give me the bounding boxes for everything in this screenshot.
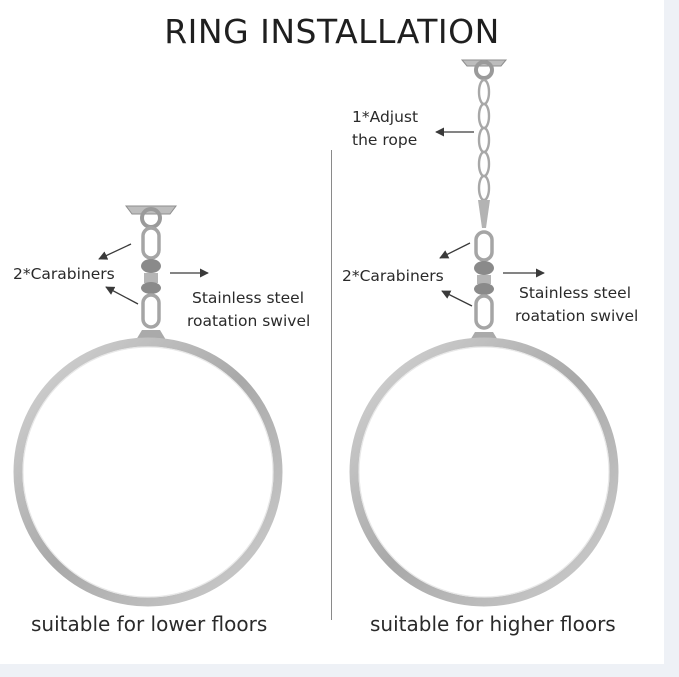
left-carabiners-label: 2*Carabiners bbox=[13, 265, 115, 283]
left-ring-assembly bbox=[13, 205, 283, 607]
right-caption: suitable for higher floors bbox=[370, 612, 616, 636]
left-swivel-label-line1: Stainless steel bbox=[192, 289, 304, 307]
right-rope-label-line1: 1*Adjust bbox=[352, 108, 419, 126]
left-caption: suitable for lower floors bbox=[31, 612, 268, 636]
right-rope-label-line2: the rope bbox=[352, 131, 418, 149]
right-carabiners-label: 2*Carabiners bbox=[342, 267, 444, 285]
left-swivel-label-line2: roatation swivel bbox=[187, 312, 311, 330]
right-swivel-label-line2: roatation swivel bbox=[515, 307, 639, 325]
right-swivel-label-line1: Stainless steel bbox=[519, 284, 631, 302]
page-title: RING INSTALLATION bbox=[164, 12, 500, 51]
installation-diagram: RING INSTALLATION bbox=[0, 0, 664, 664]
right-ring-assembly bbox=[349, 59, 619, 607]
ring-illustrations bbox=[13, 59, 619, 607]
center-divider bbox=[331, 150, 332, 620]
